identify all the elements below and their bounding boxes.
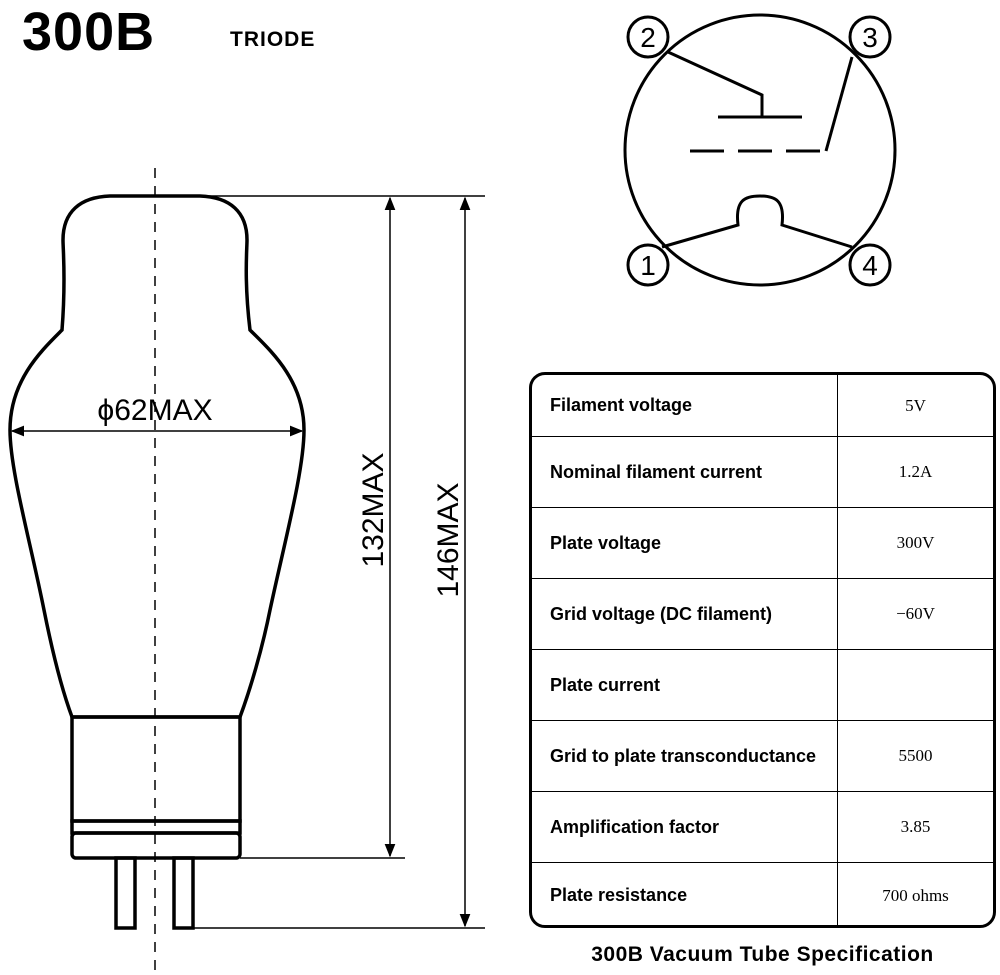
spec-label: Plate resistance	[532, 863, 838, 925]
pin-1-label: 1	[640, 250, 656, 281]
table-row: Amplification factor 3.85	[532, 792, 993, 863]
spec-label: Amplification factor	[532, 792, 838, 862]
table-row: Plate resistance 700 ohms	[532, 863, 993, 925]
page-title: 300B	[22, 2, 156, 62]
spec-value: 700 ohms	[882, 885, 949, 905]
pin-4-label: 4	[862, 250, 878, 281]
spec-label: Filament voltage	[532, 375, 838, 436]
spec-label: Plate voltage	[532, 508, 838, 578]
spec-label: Grid voltage (DC filament)	[532, 579, 838, 649]
table-caption: 300B Vacuum Tube Specification	[591, 943, 934, 966]
spec-value: 5V	[905, 395, 926, 415]
pin-2-label: 2	[640, 22, 656, 53]
spec-value: 5500	[898, 746, 933, 765]
spec-label: Nominal filament current	[532, 437, 838, 507]
spec-value: 300V	[896, 533, 935, 552]
diameter-label: ϕ62MAX	[97, 394, 212, 427]
spec-label: Plate current	[532, 650, 838, 720]
height-body-label: 132MAX	[357, 452, 390, 567]
pin-schematic	[623, 13, 897, 287]
table-row: Plate voltage 300V	[532, 508, 993, 579]
table-row: Filament voltage 5V	[532, 375, 993, 437]
pin-3-label: 3	[862, 22, 878, 53]
pin-markers	[626, 15, 892, 287]
page-subtitle: TRIODE	[230, 28, 316, 51]
table-row: Grid voltage (DC filament) −60V	[532, 579, 993, 650]
spec-value: −60V	[896, 604, 935, 623]
height-total-label: 146MAX	[432, 482, 465, 597]
table-row: Plate current	[532, 650, 993, 721]
spec-value	[838, 650, 993, 720]
spec-table: Filament voltage 5V Nominal filament cur…	[529, 372, 996, 928]
spec-label: Grid to plate transconductance	[532, 721, 838, 791]
table-row: Nominal filament current 1.2A	[532, 437, 993, 508]
spec-value: 1.2A	[898, 462, 933, 481]
table-row: Grid to plate transconductance 5500	[532, 721, 993, 792]
spec-value: 3.85	[900, 817, 931, 836]
tube-outline	[8, 194, 306, 930]
